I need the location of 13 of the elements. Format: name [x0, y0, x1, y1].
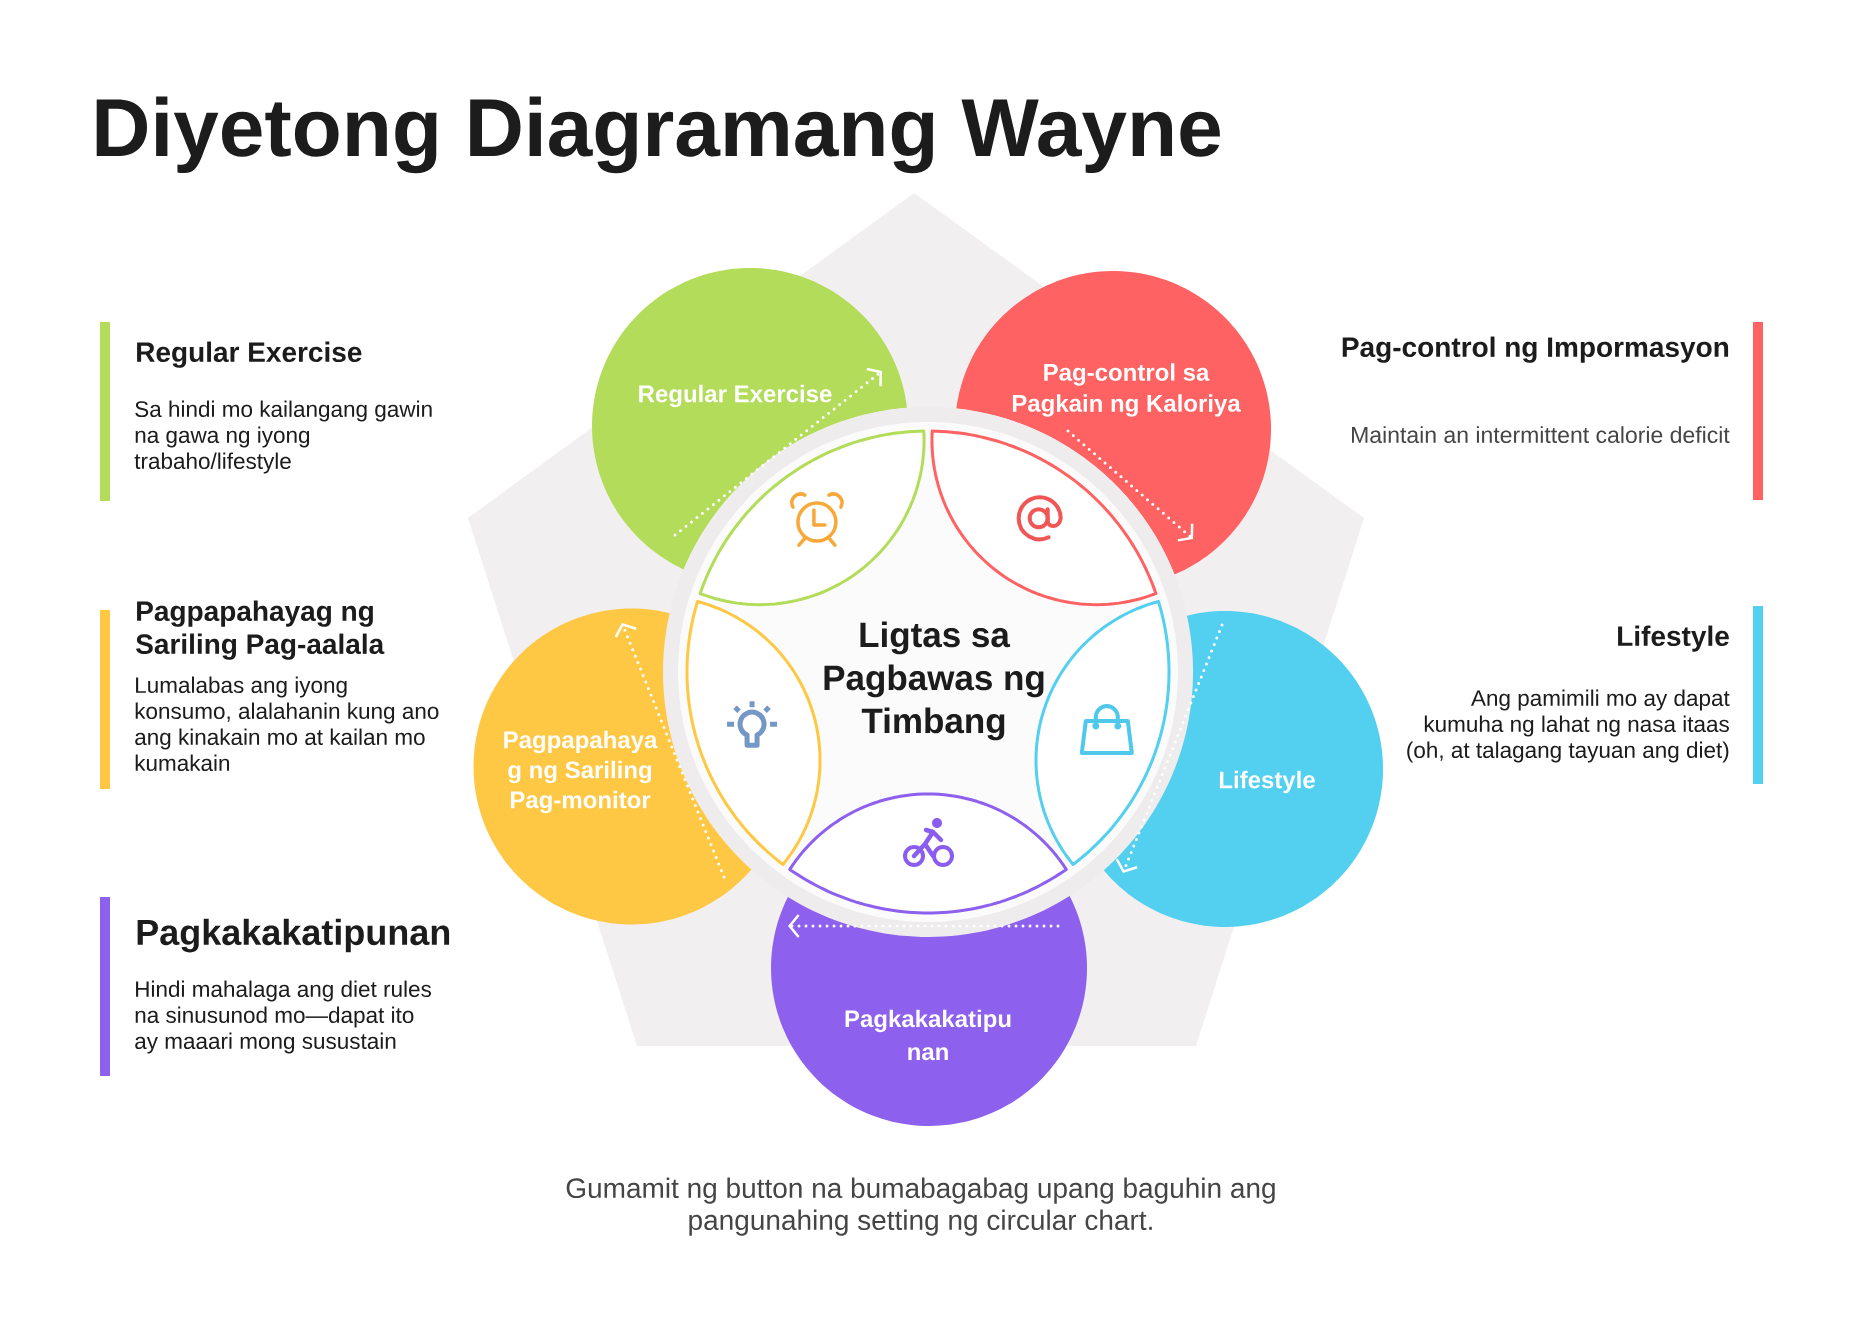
title: Diyetong Diagramang Wayne — [96, 96, 1220, 174]
node-label: Ligtas sa Pagbawas ng Timbang — [824, 621, 1044, 741]
heading: Lifestyle — [1618, 625, 1729, 652]
description: Hindi mahalaga ang diet rules na sinusunod mo—dapat ito ay maaari mong susustain — [135, 980, 431, 1054]
heading: Pag-control ng Impormasyon — [1342, 336, 1729, 363]
heading: Regular Exercise — [137, 341, 362, 368]
heading: Pagkakakatipunan — [137, 918, 450, 953]
description: Lumalabas ang iyong konsumo, alalahanin kung ano ang kinakain mo at kailan mo kumakain — [135, 676, 439, 772]
caption: Gumamit ng button na bumabagabag upang baguhin ang pangunahing setting ng circular chart. — [566, 1177, 1275, 1236]
description: Sa hindi mo kailangang gawin na gawa ng iyong trabaho/lifestyle — [134, 400, 432, 474]
description: Maintain an intermittent calorie deficit — [1352, 426, 1730, 444]
description: Ang pamimili mo ay dapat kumuha ng lahat ng nasa itaas (oh, at talagang tayuan ang diet) — [1407, 689, 1730, 763]
heading: Pagpapahayag ng Sariling Pag-aalala — [136, 600, 385, 660]
